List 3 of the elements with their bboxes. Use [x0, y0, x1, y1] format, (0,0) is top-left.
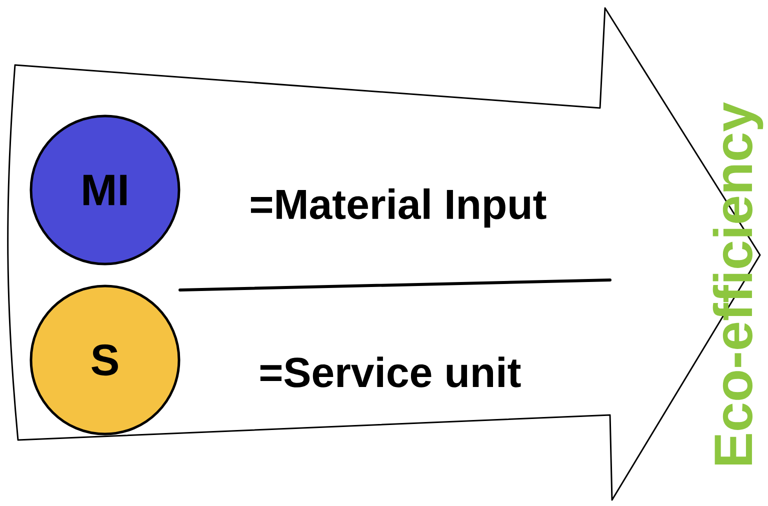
heading-text: Eco-efficiency [712, 102, 764, 464]
equation-text: =Material Input [250, 188, 546, 228]
equation-text: =Service unit [260, 356, 521, 388]
